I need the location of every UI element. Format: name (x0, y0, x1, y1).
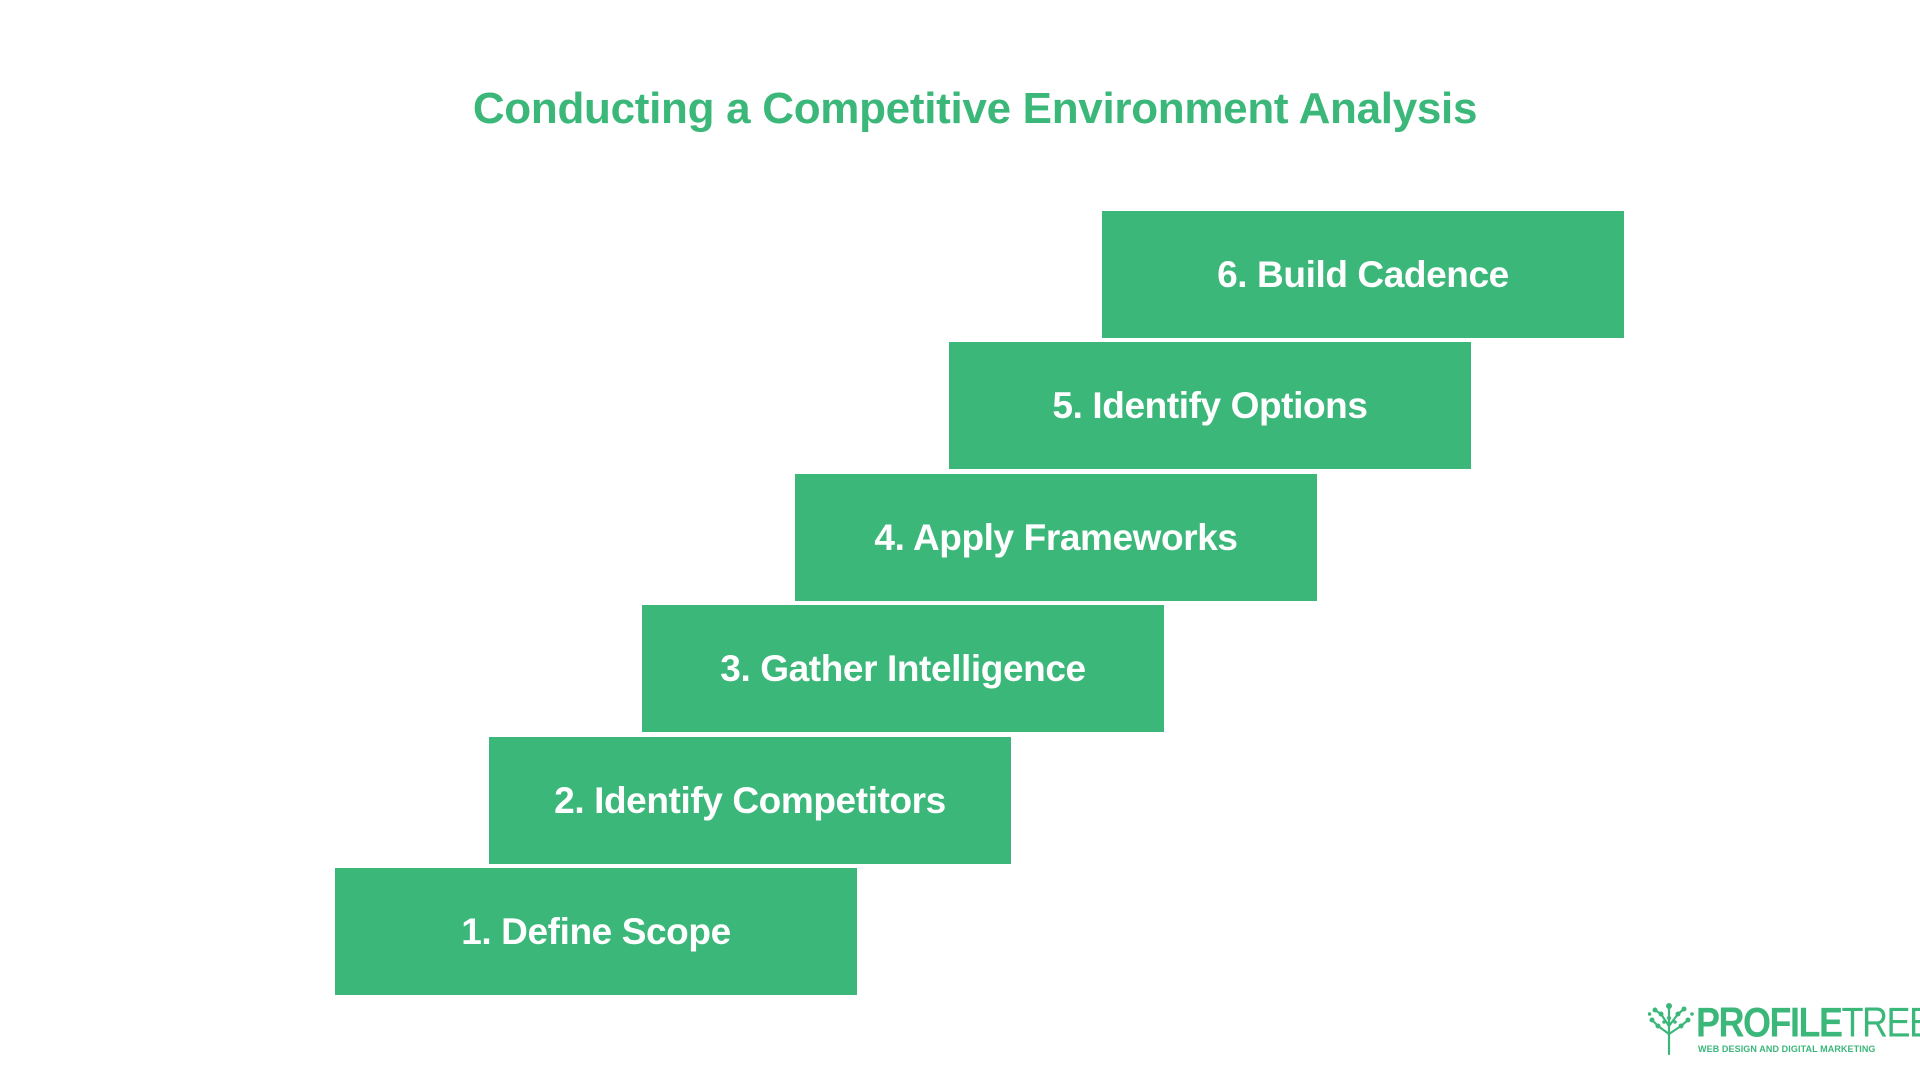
tree-icon (1648, 1003, 1694, 1056)
step-5-identify-options: 5. Identify Options (949, 342, 1471, 469)
step-1-define-scope: 1. Define Scope (335, 868, 857, 995)
logo-word-light: TREE (1841, 998, 1920, 1046)
step-3-gather-intelligence: 3. Gather Intelligence (642, 605, 1164, 732)
step-label: 5. Identify Options (1052, 384, 1368, 426)
profiletree-logo: PROFILETREE WEB DESIGN AND DIGITAL MARKE… (1648, 1000, 1920, 1056)
logo-word-bold: PROFILE (1696, 998, 1843, 1046)
step-label: 4. Apply Frameworks (874, 516, 1238, 558)
step-label: 2. Identify Competitors (554, 779, 946, 821)
logo-wordmark: PROFILETREE (1696, 998, 1920, 1046)
step-label: 3. Gather Intelligence (720, 647, 1086, 689)
step-6-build-cadence: 6. Build Cadence (1102, 211, 1624, 338)
step-2-identify-competitors: 2. Identify Competitors (489, 737, 1011, 864)
step-label: 1. Define Scope (461, 910, 731, 952)
step-label: 6. Build Cadence (1217, 253, 1509, 295)
page-title: Conducting a Competitive Environment Ana… (472, 84, 1478, 133)
step-4-apply-frameworks: 4. Apply Frameworks (795, 474, 1317, 601)
logo-tagline: WEB DESIGN AND DIGITAL MARKETING (1698, 1044, 1876, 1054)
